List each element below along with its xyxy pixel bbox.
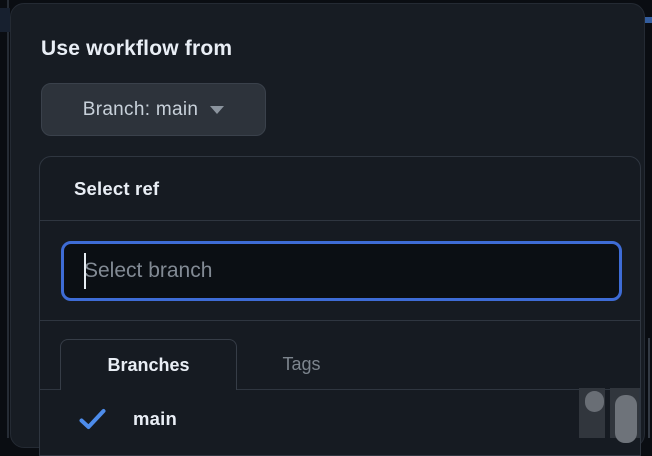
panel-scrollbar-thumb[interactable] xyxy=(615,395,637,443)
list-item-main[interactable]: main xyxy=(40,390,640,448)
ref-selector-panel: Select ref Branches Tags main xyxy=(39,156,641,456)
ref-selector-header: Select ref xyxy=(40,157,640,221)
tab-tags[interactable]: Tags xyxy=(282,354,321,374)
tab-branches[interactable]: Branches xyxy=(60,339,237,390)
branch-selector-label: Branch: main xyxy=(82,98,199,120)
text-cursor xyxy=(84,253,86,289)
ref-search-section xyxy=(40,221,640,321)
ref-item-label: main xyxy=(133,408,177,429)
ref-search-input[interactable] xyxy=(61,241,622,301)
check-icon xyxy=(79,409,106,429)
background-page-edge-right xyxy=(648,338,650,438)
background-page-edge xyxy=(7,0,9,438)
background-blue-fragment xyxy=(645,17,652,23)
list-scrollbar-thumb[interactable] xyxy=(585,391,604,412)
branch-selector-button[interactable]: Branch: main xyxy=(41,83,266,136)
background-page-fragment xyxy=(0,8,10,32)
ref-type-tabs: Branches Tags xyxy=(40,321,640,390)
chevron-down-icon xyxy=(210,105,225,114)
dialog-title: Use workflow from xyxy=(41,37,233,60)
ref-selector-title: Select ref xyxy=(74,177,160,199)
run-workflow-dialog: Use workflow from Branch: main Select re… xyxy=(10,3,645,456)
